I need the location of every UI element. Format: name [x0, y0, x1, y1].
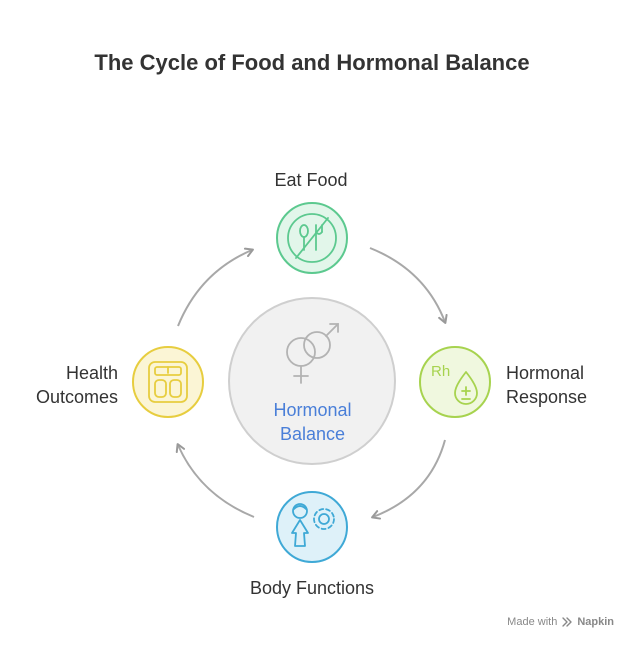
label-health-outcomes-line2: Outcomes	[35, 387, 118, 407]
footer-credit: Made with Napkin	[507, 616, 614, 628]
label-health-outcomes-line1: Health	[65, 363, 118, 383]
arrow-eat-to-hormonal	[369, 247, 448, 324]
center-label: Hormonal Balance	[230, 398, 395, 446]
label-eat-food: Eat Food	[274, 170, 348, 190]
center-label-line1: Hormonal	[273, 400, 352, 420]
label-body-functions: Body Functions	[249, 578, 375, 598]
label-hormonal-response-line1: Hormonal	[506, 363, 585, 383]
node-eat-food	[276, 202, 348, 274]
label-hormonal-response-line2: Response	[506, 387, 588, 407]
center-label-line2: Balance	[279, 424, 346, 444]
label-health-outcomes: Health Outcomes	[8, 361, 118, 409]
footer-brand: Napkin	[577, 616, 614, 628]
label-hormonal-response: Hormonal Response	[506, 361, 626, 409]
rh-text-icon: Rh	[431, 363, 450, 380]
scale-icon	[148, 361, 188, 403]
napkin-logo-icon	[562, 617, 573, 627]
blood-drop-icon	[454, 371, 478, 405]
footer-prefix: Made with	[507, 616, 558, 628]
person-gear-icon	[291, 503, 335, 547]
arrow-body-to-health	[175, 443, 255, 518]
arrow-hormonal-to-body	[371, 439, 446, 520]
fork-spoon-icon	[287, 213, 337, 263]
node-body-functions	[276, 491, 348, 563]
arrow-health-to-eat	[177, 247, 254, 327]
diagram-title: The Cycle of Food and Hormonal Balance	[94, 50, 530, 75]
gender-symbols-icon	[286, 323, 339, 384]
node-health-outcomes	[132, 346, 204, 418]
node-hormonal-response: Rh	[419, 346, 491, 418]
center-circle	[228, 297, 396, 465]
